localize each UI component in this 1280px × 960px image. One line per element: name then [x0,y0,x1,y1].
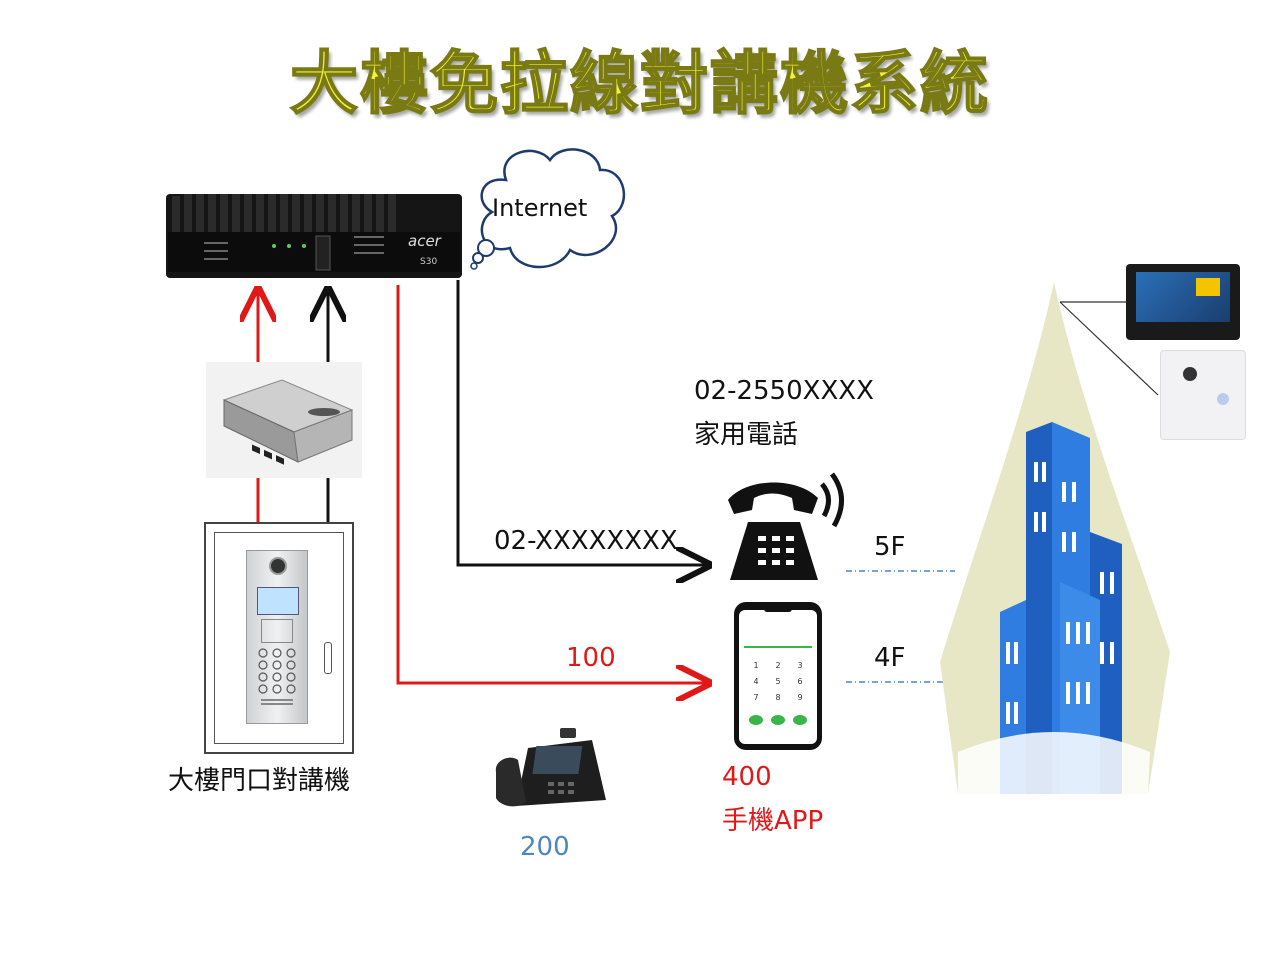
svg-text:8: 8 [775,693,780,702]
sip-line [396,285,706,683]
router-device: acer S30 [166,194,462,278]
mobile-phone: 1 2 3 4 5 6 7 8 9 [734,602,822,750]
indoor-monitor [1126,264,1240,340]
phone-number: 02-2550XXXX [694,376,874,406]
network-switch [206,362,362,478]
svg-text:3: 3 [797,661,802,670]
doorbell-button [1217,393,1229,405]
floor-label-5f: 5F [874,532,906,562]
page-title: 大樓免拉線對講機系統 [289,44,990,125]
camera-icon [269,557,287,575]
panel-link-bottom [1059,301,1159,396]
router-brand: acer [408,232,442,250]
phone-line [456,280,706,565]
door-intercom-panel [246,550,308,724]
svg-text:5: 5 [775,677,780,686]
card-reader-icon [261,619,293,643]
monitor-screen [1136,272,1230,322]
mobile-ext: 400 [722,762,772,792]
svg-text:7: 7 [753,693,758,702]
svg-text:9: 9 [797,693,802,702]
doorbell-panel [1160,350,1246,440]
cloud-label: Internet [492,194,588,222]
svg-text:2: 2 [775,661,780,670]
svg-text:1: 1 [753,661,758,670]
home-phone-label: 家用電話 [694,420,799,450]
dialpad-icon: 1 2 3 4 5 6 7 8 9 [744,646,812,725]
door-intercom-cabinet [204,522,354,754]
svg-text:6: 6 [797,677,802,686]
ip-phone-icon [495,728,606,807]
red-line-label: 100 [566,643,616,673]
keypad-icon [258,648,296,705]
svg-text:4: 4 [753,677,758,686]
display-screen [257,587,299,615]
telephone-icon [728,472,844,580]
line-label: 02-XXXXXXXX [494,526,678,556]
door-handle [324,642,332,674]
router-model: S30 [420,257,437,267]
cloud-icon [470,148,626,270]
ip-phone-ext: 200 [520,832,570,862]
doorbell-camera-icon [1183,367,1197,381]
door-unit-label: 大樓門口對講機 [168,766,351,796]
floor-label-4f: 4F [874,643,906,673]
switch-icon [222,379,354,465]
mobile-label: 手機APP [722,806,824,836]
building-icon [940,282,1170,794]
